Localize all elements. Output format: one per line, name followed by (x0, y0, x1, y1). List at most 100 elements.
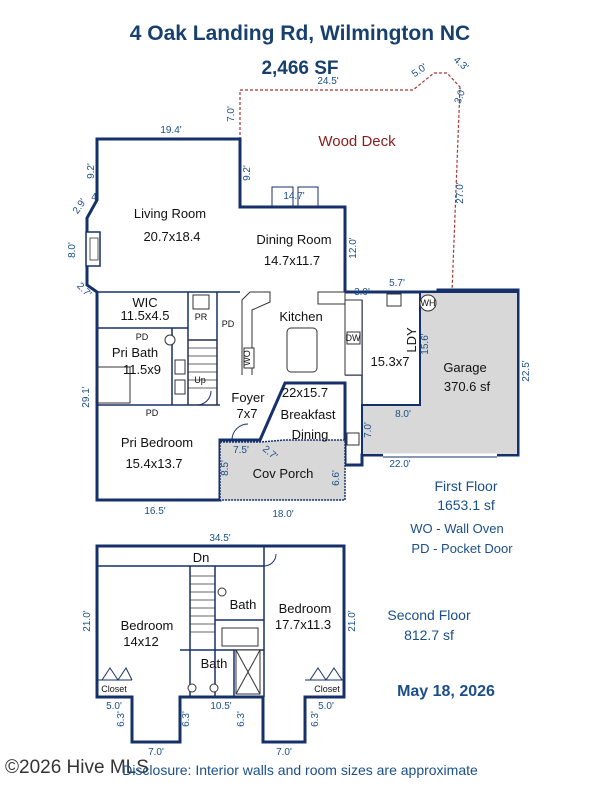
living-room-size: 20.7x18.4 (143, 229, 200, 244)
kitchen-cabinets (241, 291, 437, 446)
door-swings (196, 186, 319, 441)
dishwasher-tag: DW (346, 333, 361, 343)
dim-kitchen-jog: 3.0' (354, 287, 370, 298)
legend-pocket-door: PD - Pocket Door (411, 541, 513, 556)
fireplace-hearth (89, 237, 99, 261)
dim-deck-right: 27.0' (455, 182, 466, 203)
dim-second-right: 21.0' (347, 610, 358, 631)
closet-left-label: Closet (101, 684, 127, 694)
first-floor-area: 1653.1 sf (437, 497, 495, 513)
bath-lower-label: Bath (201, 656, 228, 671)
bath-upper-label: Bath (230, 597, 257, 612)
dim-dormer-right-a: 6.3' (236, 711, 247, 727)
covered-porch-label: Cov Porch (253, 466, 314, 481)
second-floor-label: Second Floor (387, 607, 471, 623)
dim-garage-step: 7.0' (363, 422, 374, 438)
dim-dormer-left-a: 6.3' (116, 711, 127, 727)
dim-garage-bottom: 22.0' (389, 459, 410, 470)
dim-deck-diag-1: 5.0' (410, 62, 429, 80)
dim-dormer-left-b: 6.3' (181, 711, 192, 727)
dim-deck-top: 24.5' (317, 76, 338, 87)
dim-second-top: 34.5' (209, 533, 230, 544)
dim-first-floor-left: 29.1' (81, 386, 92, 407)
dim-center-gap: 10.5' (210, 701, 231, 712)
dim-porch-top-left: 7.5' (233, 445, 249, 456)
stairs-down-label: Dn (193, 550, 210, 565)
primary-bedroom-label: Pri Bedroom (121, 435, 193, 450)
wic-label: WIC (132, 295, 157, 310)
wic-size: 11.5x4.5 (121, 308, 170, 323)
dim-laundry-top: 5.7' (389, 278, 405, 289)
pocket-door-tag-1: PD (222, 319, 235, 329)
closet-dividers (97, 553, 344, 681)
pocket-door-tag-3: PD (146, 408, 159, 418)
wall-oven-tag: WO (242, 350, 252, 366)
kitchen-size: 22x15.7 (282, 385, 328, 400)
dim-dormer-right-b: 6.3' (310, 711, 321, 727)
dim-porch-right: 6.6' (331, 470, 342, 486)
bedroom-right-size: 17.7x11.3 (275, 617, 331, 632)
garage-size: 370.6 sf (444, 379, 491, 394)
bedroom-left-label: Bedroom (121, 618, 174, 633)
bedroom-right-label: Bedroom (279, 601, 332, 616)
plan-date: May 18, 2026 (397, 683, 495, 700)
dim-closet-left-width: 5.0' (106, 701, 122, 712)
stairs-first-floor (187, 339, 218, 406)
dim-porch-bottom: 18.0' (272, 509, 293, 520)
dim-deck-diag-3: 3.0' (453, 87, 469, 106)
dim-dining-left: 9.2' (242, 165, 253, 181)
dim-living-angle-b: 4 (91, 192, 97, 203)
dim-garage-right: 22.5' (521, 360, 532, 381)
kitchen-label: Kitchen (279, 309, 322, 324)
dim-living-angle: 2.9' (71, 197, 89, 216)
dim-living-top: 19.4' (160, 125, 181, 136)
garage-label: Garage (443, 360, 486, 375)
dim-dormer-right-width: 7.0' (276, 747, 292, 758)
watermark: ©2026 Hive MLS (5, 757, 149, 778)
powder-room-label: PR (195, 312, 208, 322)
legend-wall-oven: WO - Wall Oven (410, 521, 503, 536)
pocket-door-tag-2: PD (136, 332, 149, 342)
dim-second-left: 21.0' (82, 610, 93, 631)
dining-room-size: 14.7x11.7 (264, 253, 320, 268)
dim-porch-left: 8.5' (220, 460, 231, 476)
stairs-up-label: Up (194, 375, 206, 385)
foyer-label: Foyer (231, 390, 265, 405)
disclosure-text: Disclosure: Interior walls and room size… (122, 762, 478, 778)
dim-garage-inner: 8.0' (395, 409, 411, 420)
wood-deck-outline (239, 72, 461, 293)
page-title: 4 Oak Landing Rd, Wilmington NC (129, 22, 471, 45)
primary-bath-label: Pri Bath (112, 345, 158, 360)
covered-porch-fill (219, 439, 346, 501)
dim-dining-doors: 14.7' (283, 191, 304, 202)
laundry-label: LDY (404, 327, 419, 353)
primary-bath-size: 11.5x9 (123, 362, 161, 377)
primary-bath-fixtures (97, 294, 210, 404)
closet-right-label: Closet (314, 684, 340, 694)
first-floor-label: First Floor (435, 478, 498, 494)
second-floor-interior-walls (97, 546, 265, 697)
primary-bedroom-size: 15.4x13.7 (125, 456, 182, 471)
dim-closet-right-width: 5.0' (318, 701, 334, 712)
dining-room-label: Dining Room (256, 232, 331, 247)
dim-living-left: 8.0' (67, 242, 78, 258)
foyer-size: 7x7 (237, 406, 258, 421)
total-square-footage: 2,466 SF (261, 58, 339, 79)
dim-deck-diag-2: 4.3' (451, 55, 470, 74)
laundry-size: 15.3x7 (370, 354, 409, 369)
bedroom-left-size: 14x12 (123, 634, 158, 649)
dim-deck-left: 7.0' (226, 106, 237, 122)
living-room-label: Living Room (134, 206, 206, 221)
upstairs-bath-fixtures (187, 587, 261, 695)
second-floor-area: 812.7 sf (404, 627, 454, 643)
breakfast-label: Breakfast (281, 407, 336, 422)
second-floor-outline (95, 544, 346, 744)
water-heater-tag: WH (421, 298, 436, 308)
wood-deck-label: Wood Deck (318, 133, 396, 150)
dim-laundry-right: 15.6' (420, 333, 431, 354)
dim-living-left-upper: 9.2' (86, 163, 97, 179)
stairs-second-floor (190, 575, 215, 633)
breakfast-dining-label: Dining (292, 427, 329, 442)
dim-dormer-left-width: 7.0' (148, 747, 164, 758)
